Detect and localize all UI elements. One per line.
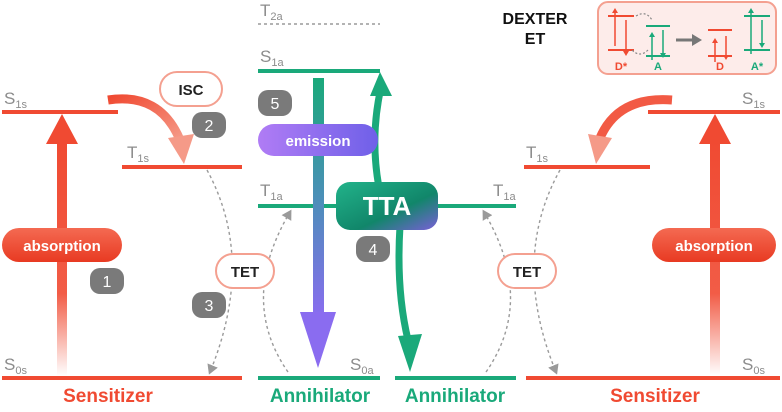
s0s-right-label: S0s bbox=[742, 355, 765, 377]
tet-pill-right: TET bbox=[497, 253, 557, 289]
tet-dashed-arrows-right bbox=[482, 169, 561, 375]
step-badge-1: 1 bbox=[90, 268, 124, 294]
step-badge-3: 3 bbox=[192, 292, 226, 318]
dexter-label-a: A bbox=[654, 61, 662, 73]
s1s-right-label: S1s bbox=[742, 89, 765, 111]
annihilator-label-right: Annihilator bbox=[405, 386, 506, 407]
step-badge-4: 4 bbox=[356, 236, 390, 262]
isc-pill: ISC bbox=[159, 71, 223, 107]
svg-text:absorption: absorption bbox=[675, 238, 753, 255]
svg-text:TET: TET bbox=[231, 264, 259, 281]
step-badge-2: 2 bbox=[192, 112, 226, 138]
dexter-label-d: D bbox=[716, 61, 724, 73]
svg-text:5: 5 bbox=[271, 96, 280, 113]
svg-text:1: 1 bbox=[103, 274, 112, 291]
dexter-d-diagram bbox=[708, 29, 732, 62]
absorption-pill-right: absorption bbox=[652, 228, 776, 262]
isc-arrow-left bbox=[107, 94, 194, 164]
svg-text:absorption: absorption bbox=[23, 238, 101, 255]
dexter-exchange-arrow-top bbox=[635, 13, 653, 21]
isc-arrow-right bbox=[588, 95, 673, 164]
dexter-label-d-star: D* bbox=[615, 61, 628, 73]
t1s-right-label: T1s bbox=[526, 143, 549, 165]
t1a-right-label: T1a bbox=[493, 181, 517, 203]
step-badge-5: 5 bbox=[258, 90, 292, 116]
tet-dashed-arrows-left bbox=[206, 169, 292, 375]
sensitizer-label-left: Sensitizer bbox=[63, 386, 153, 407]
emission-pill: emission bbox=[258, 124, 378, 156]
s0s-left-label: S0s bbox=[4, 355, 27, 377]
sensitizer-label-right: Sensitizer bbox=[610, 386, 700, 407]
dexter-exchange-arrow-bottom bbox=[631, 49, 649, 55]
dexter-title: DEXTER bbox=[503, 11, 568, 28]
absorption-pill-left: absorption bbox=[2, 228, 122, 262]
tta-pill: TTA bbox=[336, 182, 438, 230]
svg-text:2: 2 bbox=[205, 118, 214, 135]
emission-arrow bbox=[300, 78, 336, 368]
dexter-a-star-diagram bbox=[744, 8, 770, 54]
dexter-a-diagram bbox=[646, 25, 670, 60]
t1a-left-label: T1a bbox=[260, 181, 284, 203]
svg-text:ISC: ISC bbox=[178, 82, 203, 99]
dexter-title-et: ET bbox=[525, 31, 546, 48]
annihilator-label-left: Annihilator bbox=[270, 386, 371, 407]
svg-text:TET: TET bbox=[513, 264, 541, 281]
svg-text:emission: emission bbox=[285, 133, 350, 150]
svg-text:4: 4 bbox=[369, 242, 378, 259]
t1s-left-label: T1s bbox=[127, 143, 150, 165]
tta-lower-arrow bbox=[395, 225, 422, 372]
dexter-d-star-diagram bbox=[608, 8, 634, 56]
svg-text:TTA: TTA bbox=[363, 191, 412, 221]
dexter-label-a-star: A* bbox=[751, 61, 764, 73]
dexter-transfer-arrow bbox=[676, 34, 702, 46]
s1s-left-label: S1s bbox=[4, 89, 27, 111]
t2a-label: T2a bbox=[260, 1, 284, 23]
dexter-inset: DEXTER ET bbox=[503, 1, 777, 75]
svg-text:3: 3 bbox=[205, 298, 214, 315]
s1a-label: S1a bbox=[260, 47, 284, 69]
tet-pill-left: TET bbox=[215, 253, 275, 289]
s0a-label: S0a bbox=[350, 355, 374, 377]
